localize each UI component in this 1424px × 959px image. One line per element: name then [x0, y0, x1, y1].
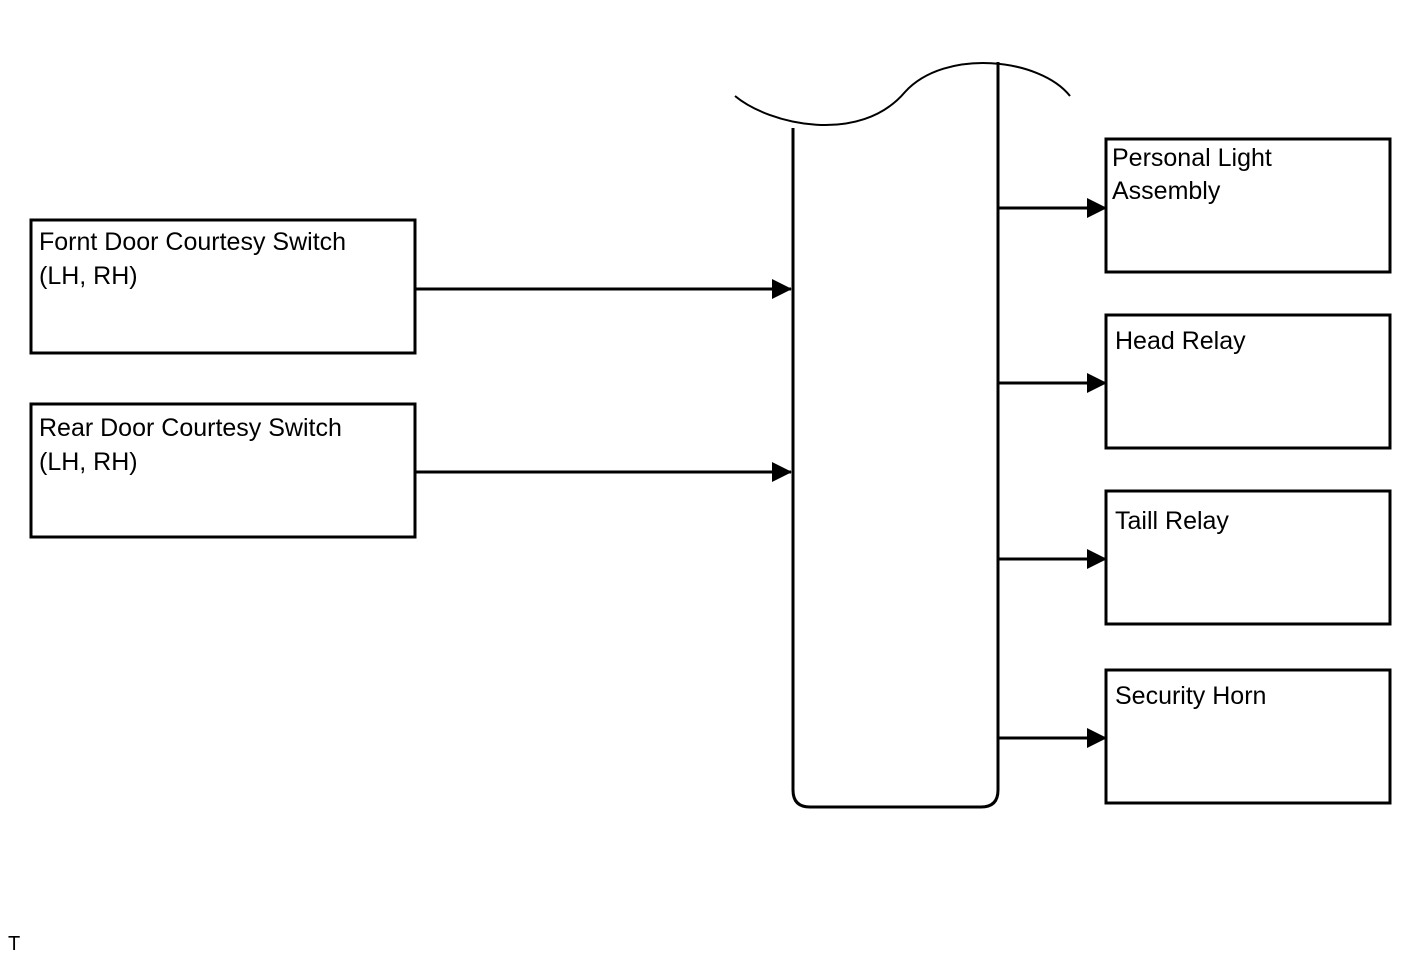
input-front-door-label-line2: (LH, RH) [39, 262, 138, 290]
output-personal-light-label-line2: Assembly [1112, 177, 1221, 205]
output-head-relay-label: Head Relay [1115, 327, 1246, 355]
input-box-front-door [29, 218, 417, 355]
input-rear-door-switch: Rear Door Courtesy Switch (LH, RH) [29, 402, 792, 539]
output-head-relay: Head Relay [998, 313, 1392, 450]
central-ecu-block [734, 62, 1071, 809]
output-security-horn-label: Security Horn [1115, 682, 1266, 710]
output-tail-relay-label: Taill Relay [1115, 507, 1229, 535]
ecu-body-outline [791, 62, 1000, 809]
ecu-break-line [734, 62, 1071, 127]
figure-corner-mark: T [8, 933, 20, 955]
output-security-horn: Security Horn [998, 668, 1392, 805]
input-rear-door-label-line2: (LH, RH) [39, 448, 138, 476]
output-tail-relay: Taill Relay [998, 489, 1392, 626]
input-front-door-switch: Fornt Door Courtesy Switch (LH, RH) [29, 218, 792, 355]
input-rear-door-label-line1: Rear Door Courtesy Switch [39, 414, 342, 442]
input-front-door-label-line1: Fornt Door Courtesy Switch [39, 228, 346, 256]
output-personal-light: Personal Light Assembly [998, 137, 1392, 274]
output-personal-light-label-line1: Personal Light [1112, 144, 1272, 172]
